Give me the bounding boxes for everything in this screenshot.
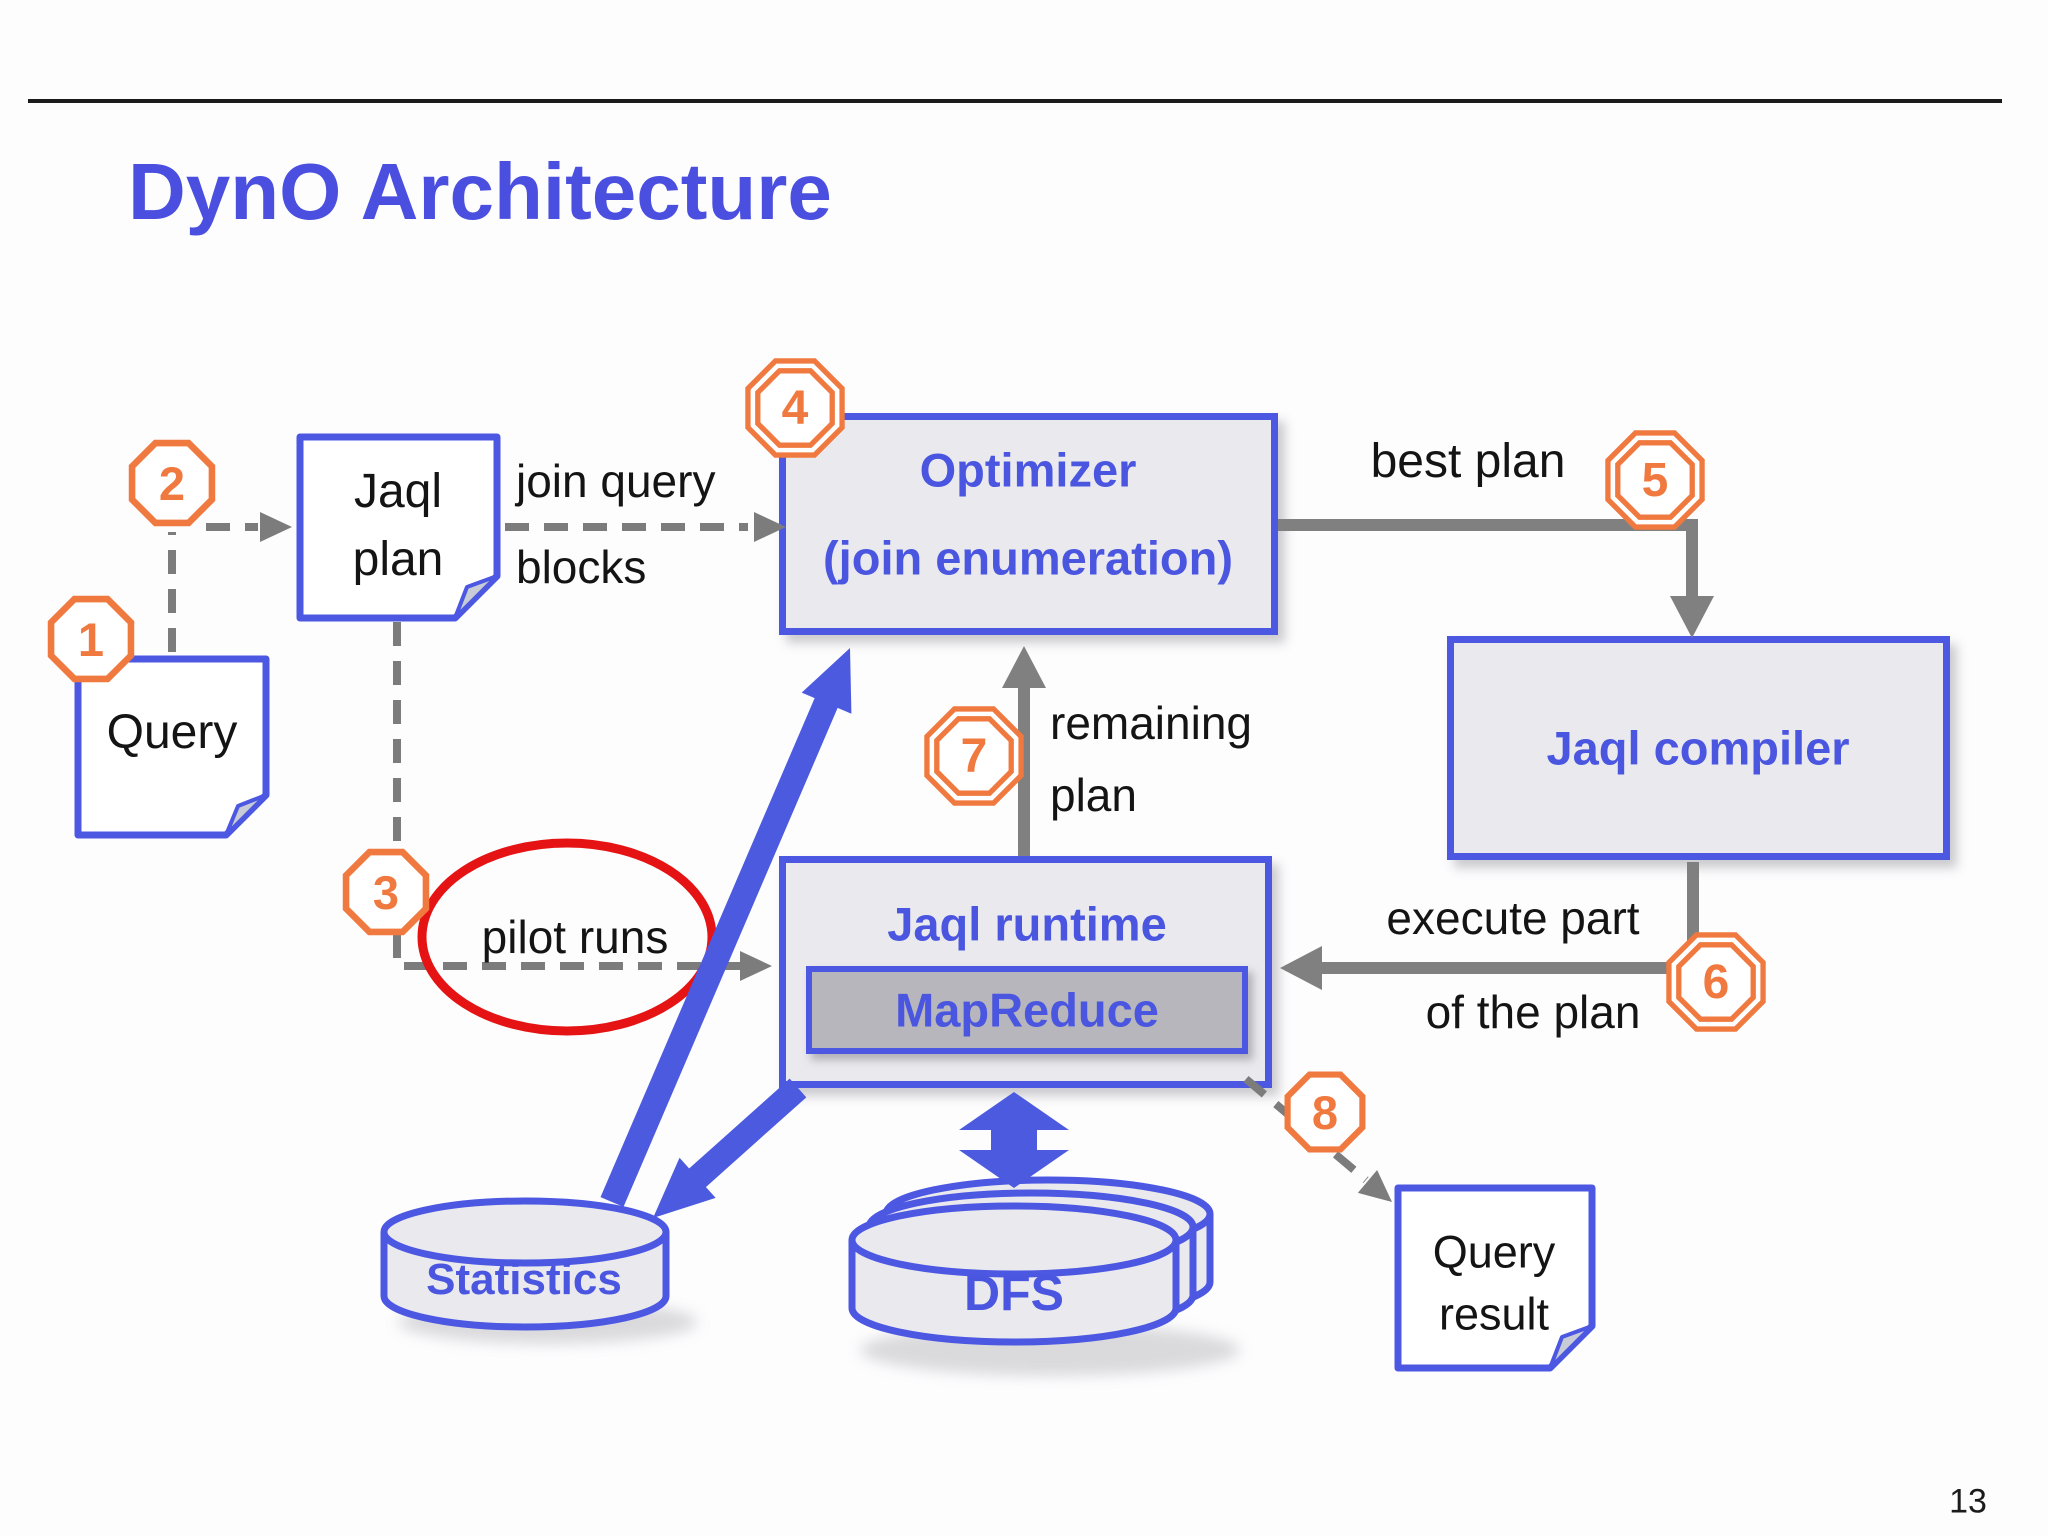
step-badge-number: 1 xyxy=(77,612,105,666)
double-octagon-icon xyxy=(1605,430,1705,530)
step-badge-7: 7 xyxy=(921,703,1027,809)
step-badge-5: 5 xyxy=(1602,427,1708,533)
statistics-label: Statistics xyxy=(426,1255,622,1304)
query-result-label-line1: Query xyxy=(1432,1226,1556,1278)
edge-runtime-to-statistics xyxy=(667,1078,807,1207)
query-result-note xyxy=(1394,1184,1596,1372)
edge-label-best-plan: best plan xyxy=(1370,435,1566,488)
edge-optimizer-to-compiler xyxy=(1278,519,1698,600)
edge-label-execute-part: execute part xyxy=(1386,892,1640,944)
slide-title: DynO Architecture xyxy=(128,147,832,236)
query-result-label-line2: result xyxy=(1438,1288,1550,1340)
query-note-label: Query xyxy=(106,706,238,759)
header-divider xyxy=(28,99,2002,103)
step-badge-6: 6 xyxy=(1663,929,1769,1035)
step-badge-number: 3 xyxy=(372,865,400,919)
dfs-label: DFS xyxy=(964,1265,1064,1321)
step-badge-number: 4 xyxy=(781,381,809,435)
optimizer-label-line1: Optimizer xyxy=(919,443,1137,497)
page-number: 13 xyxy=(1949,1482,1987,1521)
dfs-shadow xyxy=(860,1324,1240,1376)
edge-label-pilot-runs: pilot runs xyxy=(481,911,669,963)
optimizer-box xyxy=(779,413,1278,635)
edge-label-join-query: join query xyxy=(516,455,716,507)
octagon-icon xyxy=(128,439,216,527)
statistics-shadow xyxy=(398,1300,698,1344)
step-badge-3: 3 xyxy=(339,845,433,939)
edge-label-remaining-plan: plan xyxy=(1050,769,1137,821)
step-badge-8: 8 xyxy=(1281,1068,1369,1156)
mapreduce-box xyxy=(806,966,1248,1054)
edge-label-of-the-plan: of the plan xyxy=(1425,986,1641,1038)
edge-label-remaining: remaining xyxy=(1050,697,1252,749)
step-badge-2: 2 xyxy=(125,436,219,530)
step-badge-1: 1 xyxy=(44,592,138,686)
step-badge-4: 4 xyxy=(742,355,848,461)
jaql-plan-label-line1: Jaql xyxy=(353,465,443,518)
jaql-plan-label-line2: plan xyxy=(352,533,444,586)
step-badge-number: 2 xyxy=(158,456,186,510)
step-badge-number: 7 xyxy=(960,729,988,783)
mapreduce-label: MapReduce xyxy=(895,983,1159,1037)
jaql-compiler-label: Jaql compiler xyxy=(1546,721,1850,775)
edge-label-join-blocks: blocks xyxy=(516,541,647,593)
step-badge-number: 6 xyxy=(1702,955,1730,1009)
double-octagon-icon xyxy=(745,358,845,458)
double-octagon-icon xyxy=(924,706,1024,806)
step-badge-number: 5 xyxy=(1641,453,1669,507)
optimizer-label-line2: (join enumeration) xyxy=(823,531,1233,585)
edge-runtime-dfs-bidirectional xyxy=(959,1092,1069,1188)
jaql-compiler-box xyxy=(1447,636,1950,860)
step-badge-number: 8 xyxy=(1311,1085,1339,1139)
jaql-runtime-label: Jaql runtime xyxy=(887,897,1167,951)
